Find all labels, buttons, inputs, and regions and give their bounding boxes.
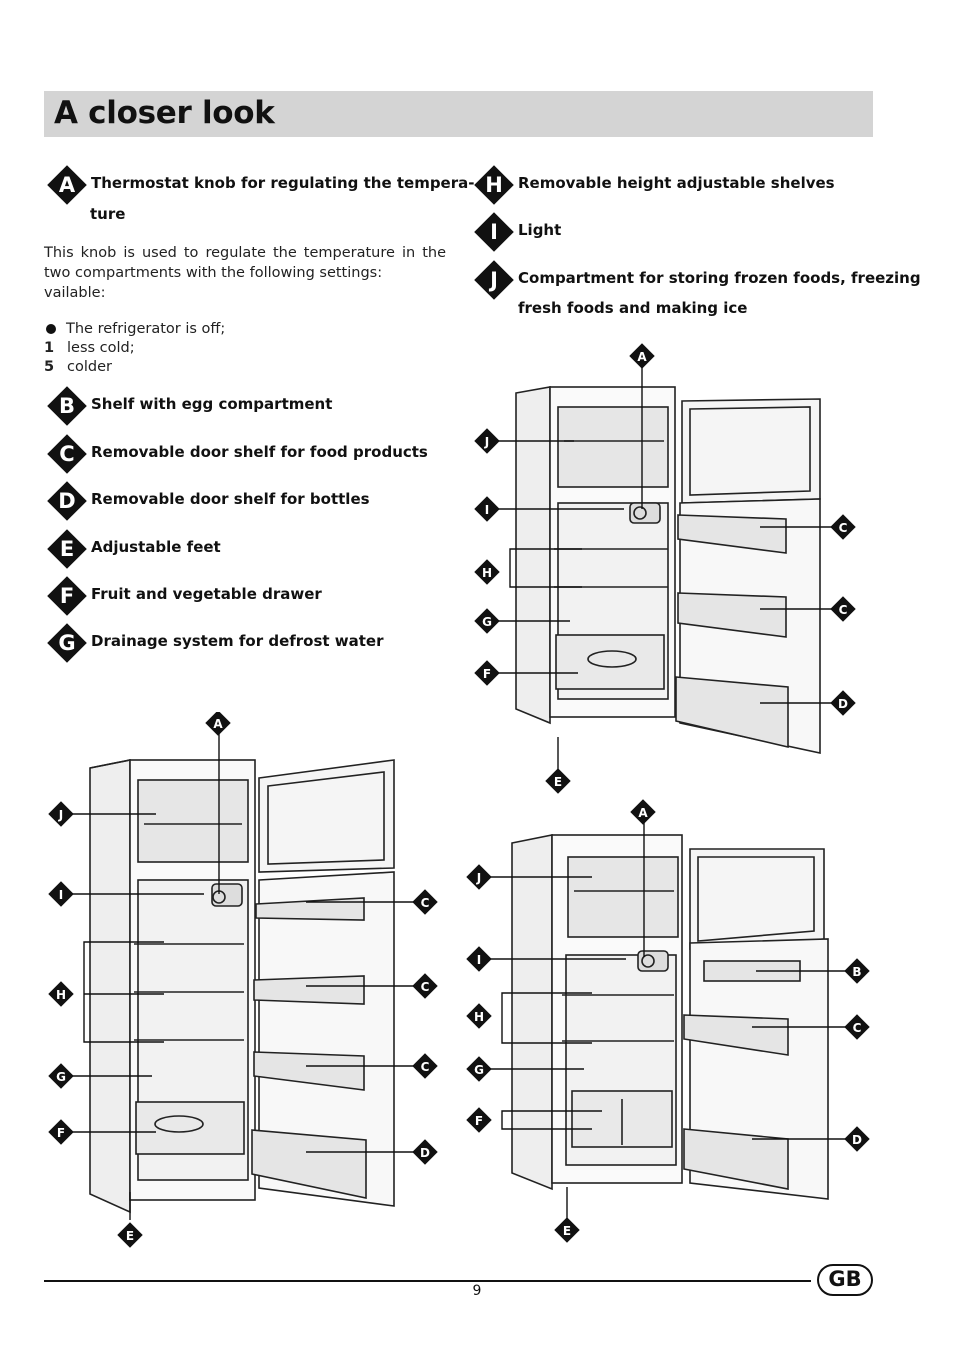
- fridge-diagram-egg-shelf: A J I H G F E B C D: [466, 799, 870, 1243]
- callout-letter-c: C: [421, 980, 430, 994]
- thermostat-description-text: This knob is used to regulate the temper…: [44, 245, 446, 281]
- svg-text:D: D: [58, 489, 75, 513]
- callout-letter-c: C: [421, 1060, 430, 1074]
- letter-d-badge-icon: D: [47, 481, 87, 521]
- letter-i-badge-icon: I: [474, 212, 514, 252]
- setting-text: less cold;: [67, 340, 135, 356]
- svg-text:C: C: [59, 442, 74, 466]
- callout-letter-h: H: [474, 1010, 484, 1024]
- setting-key: 5: [44, 359, 55, 375]
- setting-5: 5 colder: [44, 359, 112, 375]
- callout-letter-f: F: [57, 1126, 65, 1140]
- callout-letter-i: I: [485, 503, 489, 517]
- svg-text:J: J: [488, 268, 498, 292]
- feature-e-label: Adjustable feet: [91, 538, 221, 556]
- title-bar: A closer look: [44, 91, 873, 137]
- feature-d-label: Removable door shelf for bottles: [91, 490, 370, 508]
- off-dot-icon: [46, 324, 56, 334]
- feature-h-label: Removable height adjustable shelves: [518, 174, 835, 192]
- svg-text:A: A: [59, 173, 76, 197]
- callout-letter-a: A: [637, 350, 647, 364]
- callout-letter-g: G: [474, 1063, 484, 1077]
- callout-letter-a: A: [638, 806, 648, 820]
- svg-text:F: F: [60, 584, 74, 608]
- thermostat-description-tail: vailable:: [44, 285, 106, 301]
- feature-g-label: Drainage system for defrost water: [91, 632, 384, 650]
- callout-letter-i: I: [59, 888, 63, 902]
- feature-j-label: Compartment for storing frozen foods, fr…: [518, 269, 921, 287]
- callout-letter-j: J: [58, 808, 63, 822]
- callout-letter-g: G: [482, 615, 492, 629]
- letter-c-badge-icon: C: [47, 434, 87, 474]
- callout-letter-e: E: [554, 775, 562, 789]
- setting-key: 1: [44, 340, 55, 356]
- callout-letter-c: C: [853, 1021, 862, 1035]
- feature-a-label-cont: ture: [90, 205, 126, 223]
- svg-text:H: H: [485, 173, 503, 197]
- feature-b-label: Shelf with egg compartment: [91, 395, 333, 413]
- callout-letter-h: H: [482, 566, 492, 580]
- svg-text:G: G: [58, 631, 75, 655]
- feature-a-label: Thermostat knob for regulating the tempe…: [91, 174, 475, 192]
- callout-letter-d: D: [838, 697, 848, 711]
- callout-letter-e: E: [563, 1224, 571, 1238]
- svg-text:I: I: [490, 220, 498, 244]
- setting-text: colder: [67, 359, 112, 375]
- setting-off-text: The refrigerator is off;: [66, 321, 226, 337]
- fridge-diagram-large: A J I H G F E C C C D: [48, 712, 438, 1248]
- callout-letter-e: E: [126, 1229, 134, 1243]
- footer-rule: [44, 1280, 811, 1282]
- callout-letter-c: C: [839, 603, 848, 617]
- setting-off: The refrigerator is off;: [44, 321, 225, 337]
- letter-f-badge-icon: F: [47, 576, 87, 616]
- callout-letter-h: H: [56, 988, 66, 1002]
- callout-letter-d: D: [852, 1133, 862, 1147]
- callout-letter-a: A: [213, 717, 223, 731]
- letter-g-badge-icon: G: [47, 623, 87, 663]
- feature-f-label: Fruit and vegetable drawer: [91, 585, 322, 603]
- callout-letter-c: C: [421, 896, 430, 910]
- feature-i-label: Light: [518, 221, 562, 239]
- fridge-diagram-compact: A J I H G F E C C D: [474, 343, 856, 794]
- callout-letter-c: C: [839, 521, 848, 535]
- letter-h-badge-icon: H: [474, 165, 514, 205]
- callout-letter-f: F: [483, 667, 491, 681]
- feature-c-label: Removable door shelf for food products: [91, 443, 428, 461]
- svg-text:E: E: [60, 537, 74, 561]
- feature-j-label-cont: fresh foods and making ice: [518, 299, 748, 317]
- callout-letter-b: B: [852, 965, 861, 979]
- page-number: 9: [472, 1283, 482, 1299]
- svg-text:B: B: [59, 394, 75, 418]
- letter-b-badge-icon: B: [47, 386, 87, 426]
- letter-a-badge-icon: A: [47, 165, 87, 205]
- letter-e-badge-icon: E: [47, 529, 87, 569]
- callout-letter-i: I: [477, 953, 481, 967]
- country-badge: GB: [817, 1264, 873, 1296]
- callout-letter-j: J: [484, 435, 489, 449]
- thermostat-description: This knob is used to regulate the temper…: [44, 243, 446, 303]
- callout-letter-g: G: [56, 1070, 66, 1084]
- callout-letter-d: D: [420, 1146, 430, 1160]
- setting-1: 1 less cold;: [44, 340, 135, 356]
- callout-letter-f: F: [475, 1114, 483, 1128]
- page-title: A closer look: [54, 95, 275, 131]
- callout-letter-j: J: [476, 871, 481, 885]
- letter-j-badge-icon: J: [474, 260, 514, 300]
